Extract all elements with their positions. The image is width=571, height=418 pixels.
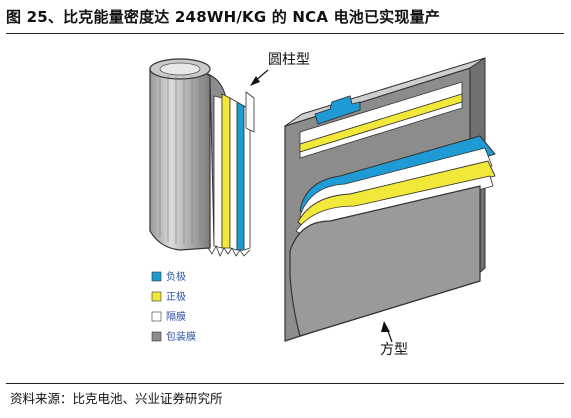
cylindrical-callout: 圆柱型 — [250, 52, 310, 86]
figure-title: 图 25、比克能量密度达 248WH/KG 的 NCA 电池已实现量产 — [6, 8, 440, 26]
battery-structure-diagram: 圆柱型 方型 负极 正极 隔膜 包装膜 — [149, 52, 496, 358]
prismatic-cell-illustration — [284, 57, 496, 342]
legend-swatch-packaging-film — [151, 331, 162, 342]
legend-label-anode: 负极 — [166, 270, 186, 283]
legend-swatch-cathode — [151, 291, 162, 302]
legend-item-anode: 负极 — [151, 270, 186, 283]
title-divider — [6, 33, 564, 34]
legend-swatch-anode — [151, 271, 162, 282]
prismatic-callout: 方型 — [380, 321, 408, 358]
source-divider — [6, 383, 564, 384]
legend-label-cathode: 正极 — [166, 290, 186, 303]
legend-item-separator: 隔膜 — [151, 311, 186, 323]
prismatic-label: 方型 — [380, 342, 408, 358]
cylindrical-cell-illustration — [149, 58, 255, 257]
legend-label-separator: 隔膜 — [166, 311, 186, 323]
legend-swatch-separator — [151, 311, 162, 322]
legend-label-packaging-film: 包装膜 — [166, 330, 196, 343]
legend-item-packaging-film: 包装膜 — [151, 330, 196, 343]
source-note: 资料来源：比克电池、兴业证券研究所 — [10, 391, 223, 406]
legend-item-cathode: 正极 — [151, 290, 186, 303]
legend: 负极 正极 隔膜 包装膜 — [151, 270, 196, 343]
cylindrical-label: 圆柱型 — [268, 52, 310, 68]
